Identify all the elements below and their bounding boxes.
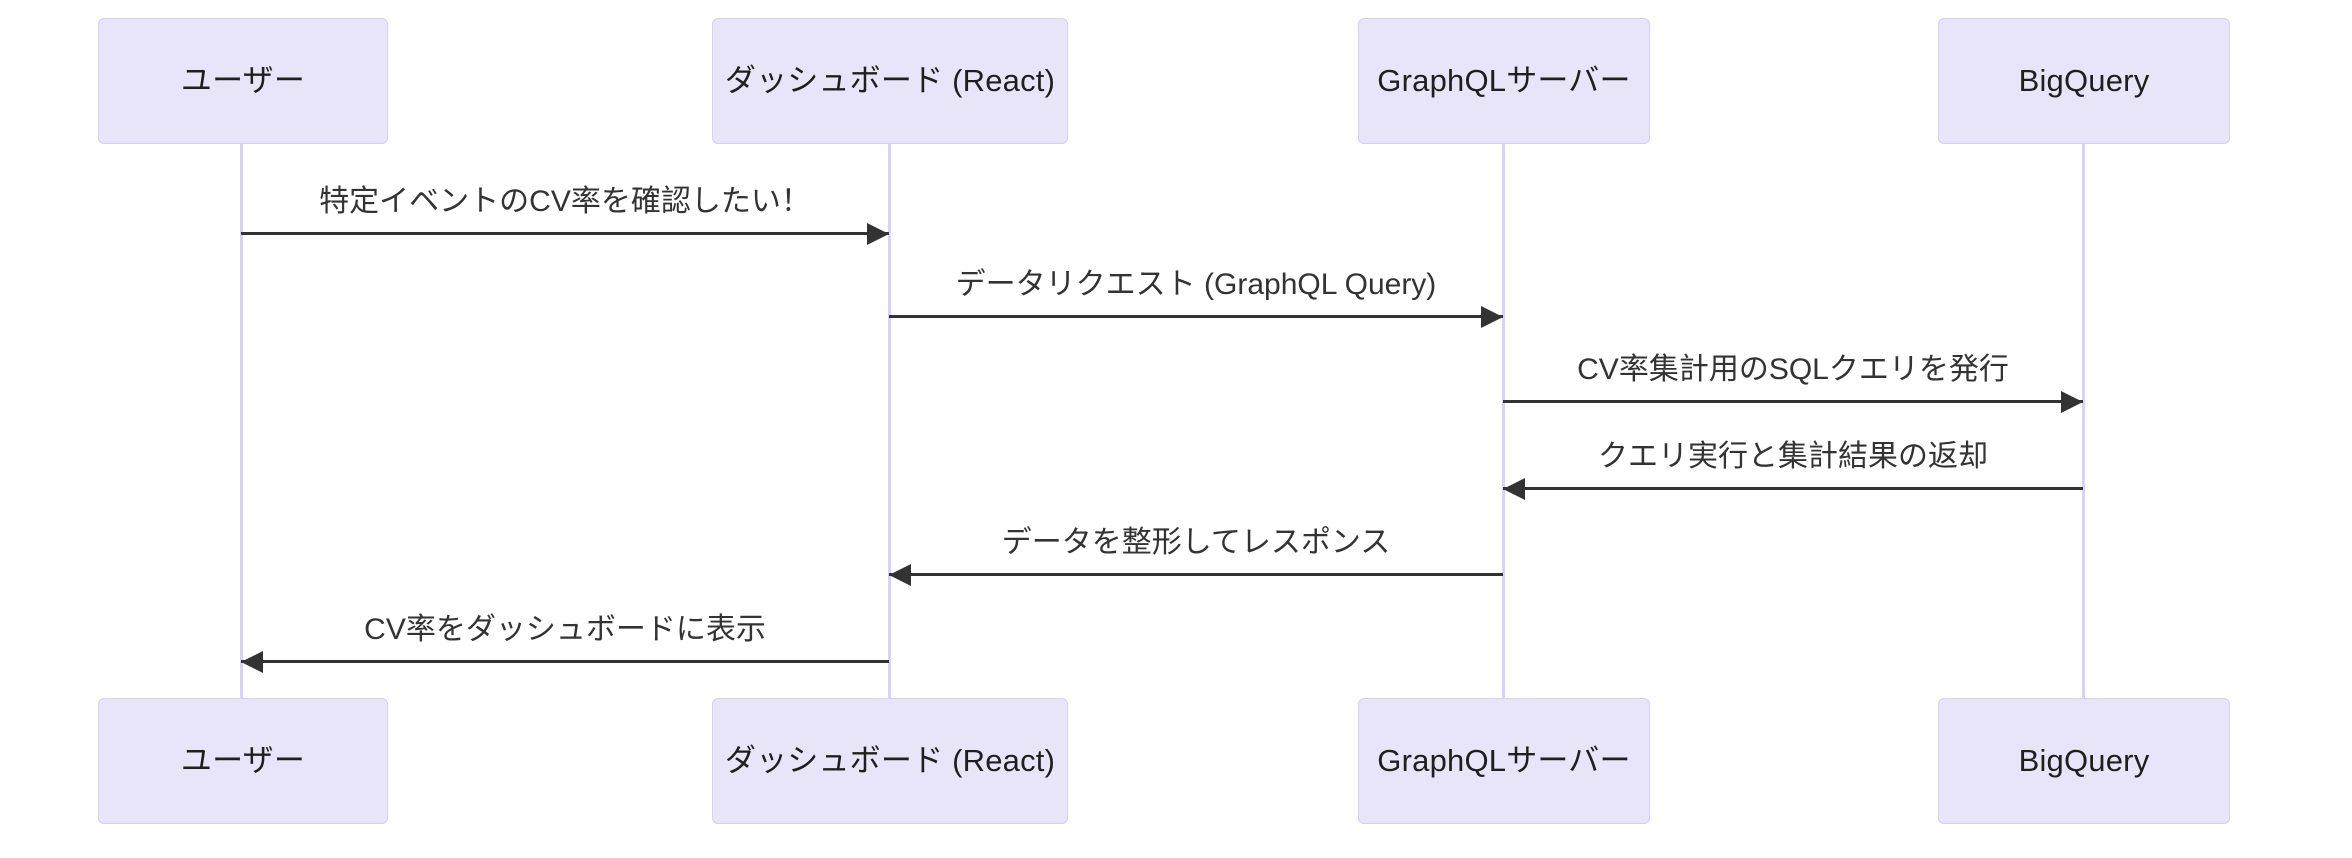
- message-line-2: [889, 315, 1503, 318]
- message-line-6: [241, 660, 889, 663]
- arrowhead-left-icon: [889, 563, 911, 586]
- lifeline-user: [240, 144, 243, 698]
- message-label-6: CV率をダッシュボードに表示: [364, 612, 766, 646]
- participant-label-user-bottom: ユーザー: [180, 743, 306, 779]
- participant-box-dashboard-top[interactable]: ダッシュボード (React): [712, 18, 1068, 144]
- arrowhead-right-icon: [2061, 390, 2083, 413]
- participant-label-user-top: ユーザー: [180, 63, 306, 99]
- arrowhead-right-icon: [1481, 305, 1503, 328]
- message-line-4: [1503, 487, 2083, 490]
- participant-box-bigquery-bottom[interactable]: BigQuery: [1938, 698, 2230, 824]
- message-line-1: [241, 232, 889, 235]
- participant-label-bigquery-top: BigQuery: [2018, 63, 2150, 99]
- participant-box-user-top[interactable]: ユーザー: [98, 18, 388, 144]
- participant-box-user-bottom[interactable]: ユーザー: [98, 698, 388, 824]
- arrowhead-left-icon: [1503, 477, 1525, 500]
- message-line-3: [1503, 400, 2083, 403]
- arrowhead-right-icon: [867, 222, 889, 245]
- message-label-4: クエリ実行と集計結果の返却: [1598, 439, 1988, 473]
- participant-label-dashboard-bottom: ダッシュボード (React): [724, 743, 1056, 779]
- message-line-5: [889, 573, 1503, 576]
- participant-label-graphql-bottom: GraphQLサーバー: [1377, 743, 1631, 779]
- participant-box-graphql-top[interactable]: GraphQLサーバー: [1358, 18, 1650, 144]
- participant-label-bigquery-bottom: BigQuery: [2018, 743, 2150, 779]
- lifeline-graphql: [1502, 144, 1505, 698]
- participant-label-graphql-top: GraphQLサーバー: [1377, 63, 1631, 99]
- participant-box-bigquery-top[interactable]: BigQuery: [1938, 18, 2230, 144]
- lifeline-dashboard: [888, 144, 891, 698]
- arrowhead-left-icon: [241, 650, 263, 673]
- lifeline-bigquery: [2082, 144, 2085, 698]
- message-label-5: データを整形してレスポンス: [1001, 525, 1391, 559]
- participant-box-graphql-bottom[interactable]: GraphQLサーバー: [1358, 698, 1650, 824]
- message-label-2: データリクエスト (GraphQL Query): [955, 267, 1437, 301]
- participant-box-dashboard-bottom[interactable]: ダッシュボード (React): [712, 698, 1068, 824]
- message-label-1: 特定イベントのCV率を確認したい！: [319, 184, 811, 218]
- participant-label-dashboard-top: ダッシュボード (React): [724, 63, 1056, 99]
- message-label-3: CV率集計用のSQLクエリを発行: [1577, 352, 2009, 386]
